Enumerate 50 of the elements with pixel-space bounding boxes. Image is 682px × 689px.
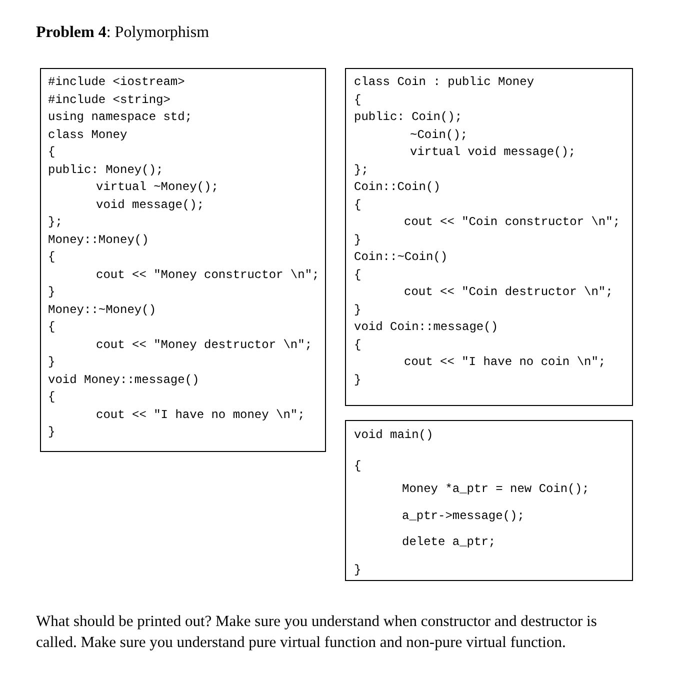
code-line: virtual void message(); <box>410 145 576 159</box>
code-line: } <box>48 355 56 369</box>
code-line: Money *a_ptr = new Coin(); <box>402 482 590 496</box>
code-line: Coin::~Coin() <box>354 250 448 264</box>
code-line: a_ptr->message(); <box>402 509 524 523</box>
code-line: void main() <box>354 428 434 442</box>
code-line: delete a_ptr; <box>402 535 496 549</box>
code-line: }; <box>354 162 368 176</box>
question-text: What should be printed out? Make sure you understand when constructor and destructor is called. Make sure you understand pure virtual function and non-pure virtual function. <box>36 612 598 653</box>
code-line: cout << "Money destructor \n"; <box>96 338 312 352</box>
code-line: Coin::Coin() <box>354 180 440 194</box>
code-line: } <box>48 285 56 299</box>
code-line: { <box>48 390 56 404</box>
code-line: public: Coin(); <box>354 110 462 124</box>
code-line: { <box>354 459 362 473</box>
code-line: cout << "I have no money \n"; <box>96 408 305 422</box>
code-box <box>345 420 633 581</box>
code-line: void Money::message() <box>48 372 200 386</box>
code-line: { <box>354 198 362 212</box>
code-line: void message(); <box>96 198 204 212</box>
code-line: ~Coin(); <box>410 128 468 142</box>
code-line: } <box>354 302 362 316</box>
code-line: { <box>354 338 362 352</box>
code-line: { <box>354 268 362 282</box>
code-line: } <box>354 563 362 577</box>
code-line: } <box>48 425 56 439</box>
code-line: } <box>354 232 362 246</box>
code-box <box>40 68 326 452</box>
code-line: }; <box>48 215 62 229</box>
code-line: { <box>48 250 56 264</box>
code-line: } <box>354 372 362 386</box>
code-line: { <box>48 145 56 159</box>
code-line: cout << "Money constructor \n"; <box>96 268 320 282</box>
code-line: { <box>48 320 56 334</box>
code-line: virtual ~Money(); <box>96 180 218 194</box>
code-line: public: Money(); <box>48 162 164 176</box>
code-line: Money::~Money() <box>48 302 156 316</box>
code-line: void Coin::message() <box>354 320 498 334</box>
code-line: { <box>354 92 362 106</box>
code-line: cout << "Coin constructor \n"; <box>404 215 620 229</box>
code-line: #include <iostream> <box>48 75 185 89</box>
code-line: cout << "Coin destructor \n"; <box>404 285 613 299</box>
code-line: cout << "I have no coin \n"; <box>404 355 606 369</box>
code-box <box>345 68 633 406</box>
code-line: class Coin : public Money <box>354 75 534 89</box>
code-line: class Money <box>48 128 128 142</box>
code-line: #include <string> <box>48 92 170 106</box>
code-line: using namespace std; <box>48 110 192 124</box>
code-line: Money::Money() <box>48 232 149 246</box>
title: Problem 4: Polymorphism <box>36 24 210 42</box>
